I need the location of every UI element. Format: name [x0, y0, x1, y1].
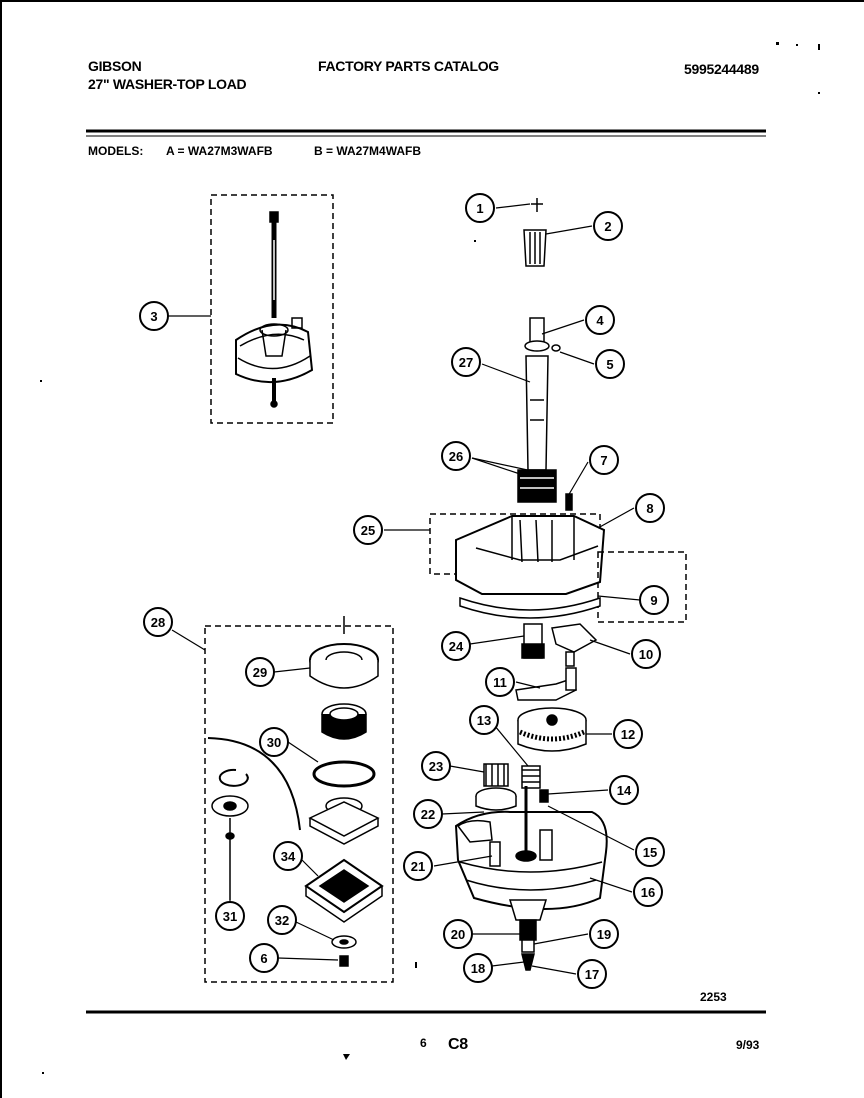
svg-text:6: 6: [260, 951, 267, 966]
svg-text:29: 29: [253, 665, 267, 680]
svg-text:16: 16: [641, 885, 655, 900]
callout-13: 13: [469, 705, 499, 735]
svg-text:10: 10: [639, 647, 653, 662]
svg-text:23: 23: [429, 759, 443, 774]
main-exploded-stack: [429, 198, 687, 971]
svg-text:30: 30: [267, 735, 281, 750]
transmission-assembly-illustration: [210, 194, 334, 424]
svg-text:26: 26: [449, 449, 463, 464]
callout-7: 7: [589, 445, 619, 475]
catalog-title: FACTORY PARTS CATALOG: [318, 58, 499, 74]
svg-text:7: 7: [600, 453, 607, 468]
callout-8: 8: [635, 493, 665, 523]
svg-text:28: 28: [151, 615, 165, 630]
svg-text:8: 8: [646, 501, 653, 516]
svg-text:17: 17: [585, 967, 599, 982]
svg-text:3: 3: [150, 309, 157, 324]
model-a: A = WA27M3WAFB: [166, 144, 273, 158]
svg-text:21: 21: [411, 859, 425, 874]
callout-15: 15: [635, 837, 665, 867]
callout-12: 12: [613, 719, 643, 749]
callout-20: 20: [443, 919, 473, 949]
callout-26: 26: [441, 441, 471, 471]
callout-29: 29: [245, 657, 275, 687]
callout-1: 1: [465, 193, 495, 223]
svg-text:22: 22: [421, 807, 435, 822]
callout-31: 31: [215, 901, 245, 931]
callout-leader-lines: [168, 203, 641, 975]
callout-14: 14: [609, 775, 639, 805]
callout-25: 25: [353, 515, 383, 545]
svg-text:1: 1: [476, 201, 483, 216]
svg-text:5: 5: [606, 357, 613, 372]
svg-text:34: 34: [281, 849, 296, 864]
callout-3: 3: [139, 301, 169, 331]
svg-text:14: 14: [617, 783, 632, 798]
svg-text:19: 19: [597, 927, 611, 942]
svg-text:27: 27: [459, 355, 473, 370]
model-b: B = WA27M4WAFB: [314, 144, 422, 158]
callout-22-right: 22: [413, 799, 443, 829]
callout-11: 11: [485, 667, 515, 697]
svg-text:18: 18: [471, 961, 485, 976]
callout-6: 6: [249, 943, 279, 973]
callout-4: 4: [585, 305, 615, 335]
product-name: 27" WASHER-TOP LOAD: [88, 76, 247, 92]
callout-30: 30: [259, 727, 289, 757]
page-number: 6: [420, 1036, 427, 1050]
svg-text:15: 15: [643, 845, 657, 860]
callout-bubbles: 1 2 3 4 5 27 26 7 25 8 9 24 10 11 12 13 …: [139, 193, 669, 989]
svg-text:31: 31: [223, 909, 237, 924]
svg-text:13: 13: [477, 713, 491, 728]
callout-17: 17: [577, 959, 607, 989]
callout-28: 28: [143, 607, 173, 637]
callout-19: 19: [589, 919, 619, 949]
svg-text:9: 9: [650, 593, 657, 608]
callout-34: 34: [273, 841, 303, 871]
svg-text:4: 4: [596, 313, 604, 328]
callout-18: 18: [463, 953, 493, 983]
callout-9: 9: [639, 585, 669, 615]
callout-27: 27: [451, 347, 481, 377]
svg-text:11: 11: [493, 675, 507, 690]
bearing-kit-illustration: [204, 616, 394, 983]
callout-2: 2: [593, 211, 623, 241]
print-date: 9/93: [736, 1038, 760, 1052]
models-label: MODELS:: [88, 144, 144, 158]
callout-23: 23: [421, 751, 451, 781]
brand-name: GIBSON: [88, 58, 142, 74]
svg-text:24: 24: [449, 639, 464, 654]
svg-text:25: 25: [361, 523, 375, 538]
catalog-number: 5995244489: [684, 61, 759, 77]
header-rules: [86, 129, 766, 1014]
diagram-code: 2253: [700, 990, 727, 1004]
callout-32-left: 32: [267, 905, 297, 935]
svg-text:32: 32: [275, 913, 289, 928]
svg-text:20: 20: [451, 927, 465, 942]
callout-21: 21: [403, 851, 433, 881]
callout-10: 10: [631, 639, 661, 669]
svg-text:12: 12: [621, 727, 635, 742]
svg-text:2: 2: [604, 219, 611, 234]
callout-24: 24: [441, 631, 471, 661]
section-code: C8: [448, 1036, 468, 1053]
scan-specks: [40, 42, 820, 1074]
callout-16: 16: [633, 877, 663, 907]
callout-5: 5: [595, 349, 625, 379]
